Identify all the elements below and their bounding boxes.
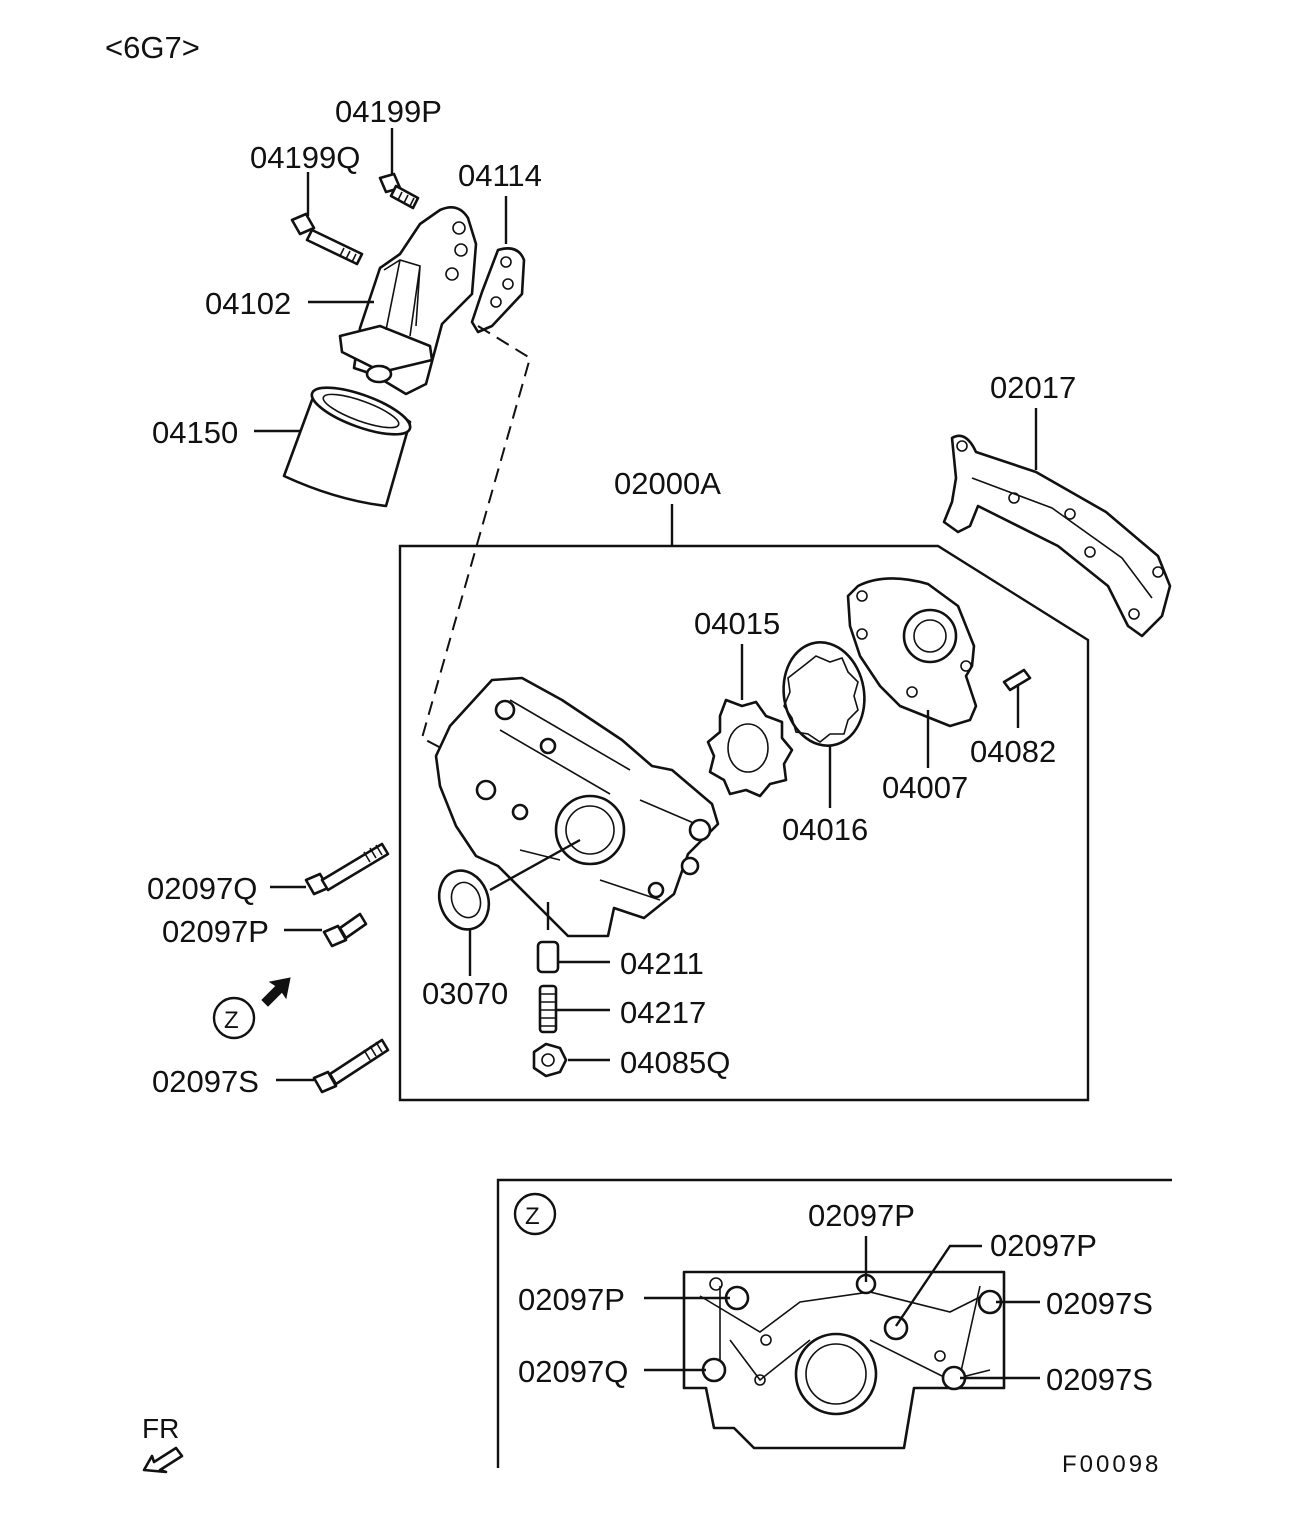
engine-code-label: <6G7> [105, 30, 200, 65]
gasket-02017 [942, 434, 1172, 638]
label-04082: 04082 [970, 734, 1056, 769]
label-04150: 04150 [152, 415, 238, 450]
bolt-04199Q [290, 172, 364, 266]
view-arrow-icon [261, 977, 291, 1007]
label-04016: 04016 [782, 812, 868, 847]
bolt-02097Q [304, 842, 390, 896]
label-04199Q: 04199Q [250, 140, 360, 175]
bolt-02097S [312, 1038, 390, 1094]
label-04114: 04114 [458, 158, 542, 193]
bolt-02097P [322, 912, 368, 948]
label-02097S: 02097S [152, 1064, 259, 1099]
view-z-marker: Z [212, 996, 256, 1040]
label-04015: 04015 [694, 606, 780, 641]
label-04102: 04102 [205, 286, 291, 321]
label-04217: 04217 [620, 995, 706, 1030]
bolt-04199P [378, 128, 420, 210]
label-02017: 02017 [990, 370, 1076, 405]
inset-view-z-marker: Z [513, 1192, 557, 1236]
label-02000A: 02000A [614, 466, 721, 501]
inner-rotor-04015 [706, 698, 794, 798]
oil-filter-bracket-04102 [338, 206, 478, 396]
label-04211: 04211 [620, 946, 704, 981]
inset-frame [496, 1178, 1172, 1468]
inset-view-z-letter: Z [525, 1203, 540, 1230]
gasket-04114 [470, 196, 526, 334]
label-02097Q: 02097Q [147, 871, 257, 906]
label-04085Q: 04085Q [620, 1045, 730, 1080]
oil-pump-case-02000A [434, 676, 720, 938]
label-03070: 03070 [422, 976, 508, 1011]
assembly-guide-line [420, 325, 532, 763]
assembly-frame [398, 544, 1090, 1102]
front-label: FR [142, 1413, 179, 1444]
inset-label-02097P-left: 02097P [518, 1282, 625, 1317]
figure-code: F00098 [1062, 1451, 1161, 1478]
label-04007: 04007 [882, 770, 968, 805]
pump-cover-04007 [846, 577, 978, 728]
inset-label-02097P-top: 02097P [808, 1198, 915, 1233]
outer-rotor-04016 [782, 641, 866, 747]
view-z-letter: Z [224, 1007, 239, 1034]
inset-label-02097S-lower: 02097S [1046, 1362, 1153, 1397]
plug-04085Q [532, 1042, 568, 1078]
front-direction-arrow-icon [142, 1446, 184, 1474]
relief-spring-04217 [538, 984, 558, 1034]
inset-label-02097Q: 02097Q [518, 1354, 628, 1389]
inset-label-02097S-upper: 02097S [1046, 1286, 1153, 1321]
screw-04082 [1002, 668, 1032, 728]
relief-plunger-04211 [536, 940, 560, 974]
label-04199P: 04199P [335, 94, 442, 129]
oil-filter-04150 [282, 386, 412, 508]
label-02097P: 02097P [162, 914, 269, 949]
oil-seal-03070 [437, 869, 491, 931]
inset-pump-front-view [682, 1270, 1006, 1450]
inset-label-02097P-right: 02097P [990, 1228, 1097, 1263]
